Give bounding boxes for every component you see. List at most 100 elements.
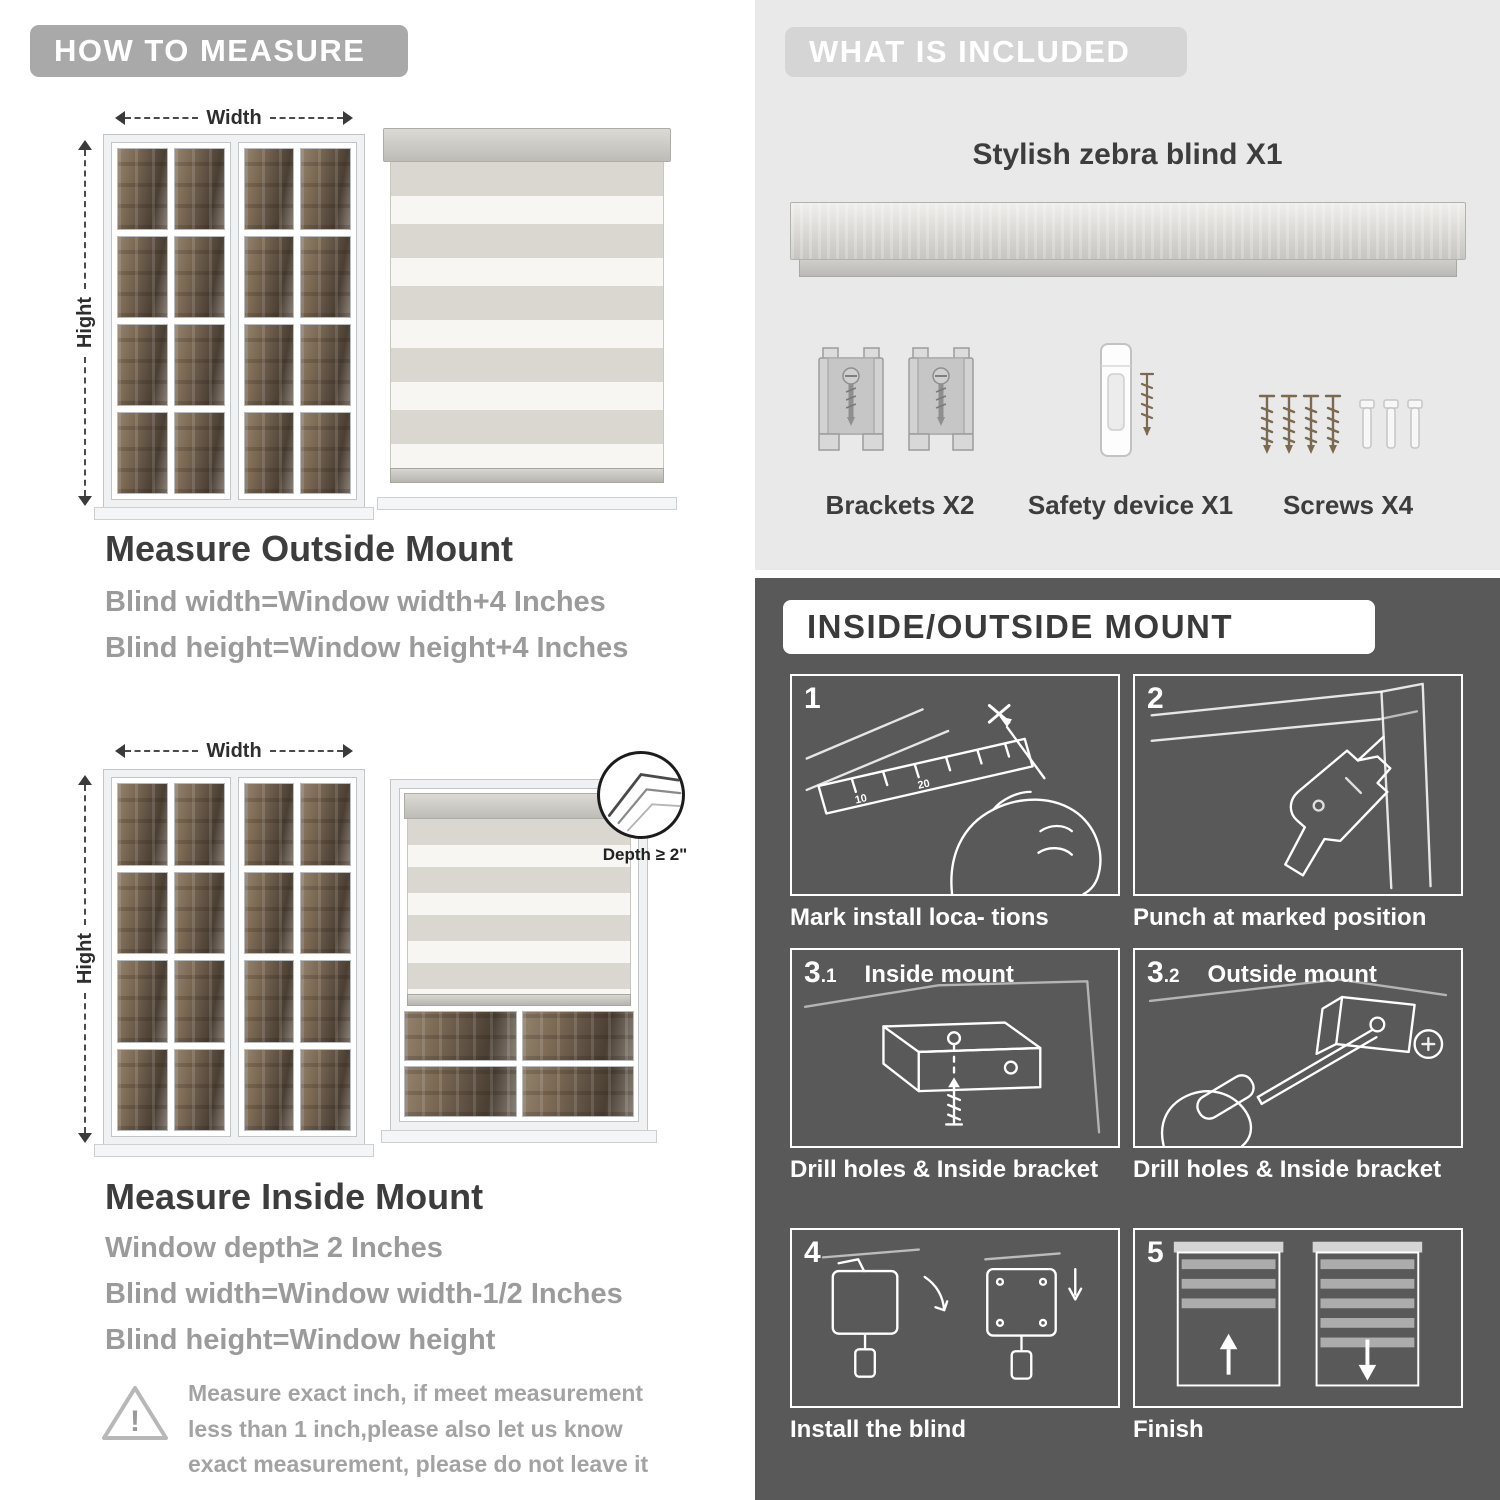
- window-pane: [243, 871, 295, 954]
- install-blind-art: [821, 1248, 1083, 1380]
- blind-cassette: [383, 128, 671, 162]
- mount-instructions-section: INSIDE/OUTSIDE MOUNT 10 20 1: [755, 578, 1500, 1500]
- dashed-line: [84, 992, 86, 1133]
- svg-text:20: 20: [917, 777, 931, 791]
- how-to-measure-title: HOW TO MEASURE: [54, 33, 366, 68]
- arrow-right-icon: [343, 111, 354, 125]
- warning-triangle-icon: !: [102, 1386, 168, 1440]
- safety-device-icon: [1100, 343, 1155, 457]
- step-3-1-panel: 3.1 Inside mount: [790, 948, 1120, 1148]
- window-illustration: [94, 134, 374, 520]
- window-pane: [117, 412, 168, 494]
- svg-text:10: 10: [854, 792, 868, 806]
- width-label: Width: [206, 739, 262, 762]
- depth-detail-circle: [597, 751, 685, 839]
- window-pane: [117, 148, 168, 230]
- window-pane: [243, 783, 295, 866]
- window-pane: [173, 324, 225, 406]
- what-is-included-title: WHAT IS INCLUDED: [809, 34, 1131, 69]
- window-pane: [173, 148, 225, 230]
- arrow-up-icon: [78, 140, 92, 150]
- step-3-2-caption: Drill holes & Inside bracket: [1133, 1156, 1442, 1183]
- inside-bracket-art: [803, 980, 1101, 1134]
- step-4-caption: Install the blind: [790, 1416, 967, 1443]
- width-label: Width: [206, 106, 262, 129]
- dashed-line: [84, 356, 86, 496]
- zebra-blind-product: [790, 202, 1466, 277]
- window-pane: [173, 1048, 225, 1131]
- step-header: 3.1 Inside mount: [804, 956, 1014, 990]
- window-pane: [243, 236, 295, 318]
- dashed-line: [84, 785, 86, 926]
- step-2-caption: Punch at marked position: [1133, 904, 1427, 931]
- drill-punch-art: [1150, 682, 1432, 890]
- window-pane: [117, 871, 168, 954]
- screws-icon: [1258, 394, 1423, 454]
- window-pane: [300, 412, 351, 494]
- screws-item: [1255, 388, 1435, 473]
- window-pane: [300, 1048, 351, 1131]
- step-label: Inside mount: [864, 961, 1014, 988]
- arrow-down-icon: [78, 1133, 92, 1143]
- window-pane: [117, 324, 168, 406]
- window-pane: [117, 1048, 168, 1131]
- step-number: 5: [1147, 1236, 1164, 1269]
- blind-stripes: [390, 162, 664, 468]
- blind-product-label: Stylish zebra blind X1: [972, 138, 1283, 171]
- window-pane: [243, 1048, 295, 1131]
- step-number: 3: [1147, 956, 1164, 989]
- screws-label: Screws X4: [1282, 490, 1414, 520]
- headrail-valance: [799, 260, 1457, 277]
- brackets-label: Brackets X2: [825, 490, 975, 520]
- window-pane: [300, 236, 351, 318]
- step-5-panel: 5: [1133, 1228, 1463, 1408]
- window-pane: [404, 1066, 517, 1117]
- warning-text: Measure exact inch, if meet measurement …: [188, 1380, 649, 1478]
- window-sill: [377, 497, 677, 510]
- step-label: Outside mount: [1207, 961, 1377, 988]
- window-pane: [300, 960, 351, 1043]
- mount-header: INSIDE/OUTSIDE MOUNT: [783, 600, 1375, 654]
- bracket-item: [905, 346, 977, 469]
- width-arrow: Width: [115, 107, 354, 129]
- blind-bottom-rail: [390, 468, 664, 483]
- inside-mount-figure: Width Hight: [74, 733, 715, 1165]
- bracket-item: [815, 346, 887, 469]
- width-arrow: Width: [115, 740, 354, 762]
- how-to-measure-header: HOW TO MEASURE: [30, 25, 408, 77]
- step-number: 3: [804, 956, 821, 989]
- step-subnumber: .1: [820, 966, 837, 987]
- height-label: Hight: [73, 933, 96, 985]
- dashed-line: [269, 117, 344, 119]
- safety-device-item: [1095, 340, 1159, 479]
- blind-stripes: [407, 819, 631, 994]
- arrow-left-icon: [115, 744, 125, 758]
- what-is-included-header: WHAT IS INCLUDED: [785, 27, 1187, 77]
- step-header: 3.2 Outside mount: [1147, 956, 1377, 990]
- step-number: 2: [1147, 682, 1164, 715]
- window-sash: [237, 777, 357, 1137]
- arrow-down-icon: [78, 496, 92, 506]
- height-arrow: Hight: [74, 140, 96, 506]
- dashed-line: [269, 750, 344, 752]
- step-number: 1: [804, 682, 821, 715]
- outside-mount-line1: Blind width=Window width+4 Inches: [105, 586, 606, 618]
- blind-cassette: [404, 793, 634, 819]
- window-pane: [117, 783, 168, 866]
- mark-locations-art: 10 20: [805, 703, 1102, 894]
- window-pane: [300, 324, 351, 406]
- window-pane: [173, 412, 225, 494]
- dashed-line: [125, 750, 199, 752]
- window-pane: [243, 324, 295, 406]
- window-panes: [404, 1006, 634, 1117]
- window-pane: [300, 871, 351, 954]
- outside-bracket-art: [1148, 978, 1448, 1146]
- frame-corner-art: [607, 772, 682, 832]
- height-arrow: Hight: [74, 775, 96, 1143]
- arrow-right-icon: [343, 744, 354, 758]
- window-pane: [300, 148, 351, 230]
- window-pane: [173, 960, 225, 1043]
- blind-bottom-rail: [407, 993, 631, 1006]
- inside-mount-line2: Blind width=Window width-1/2 Inches: [105, 1278, 623, 1310]
